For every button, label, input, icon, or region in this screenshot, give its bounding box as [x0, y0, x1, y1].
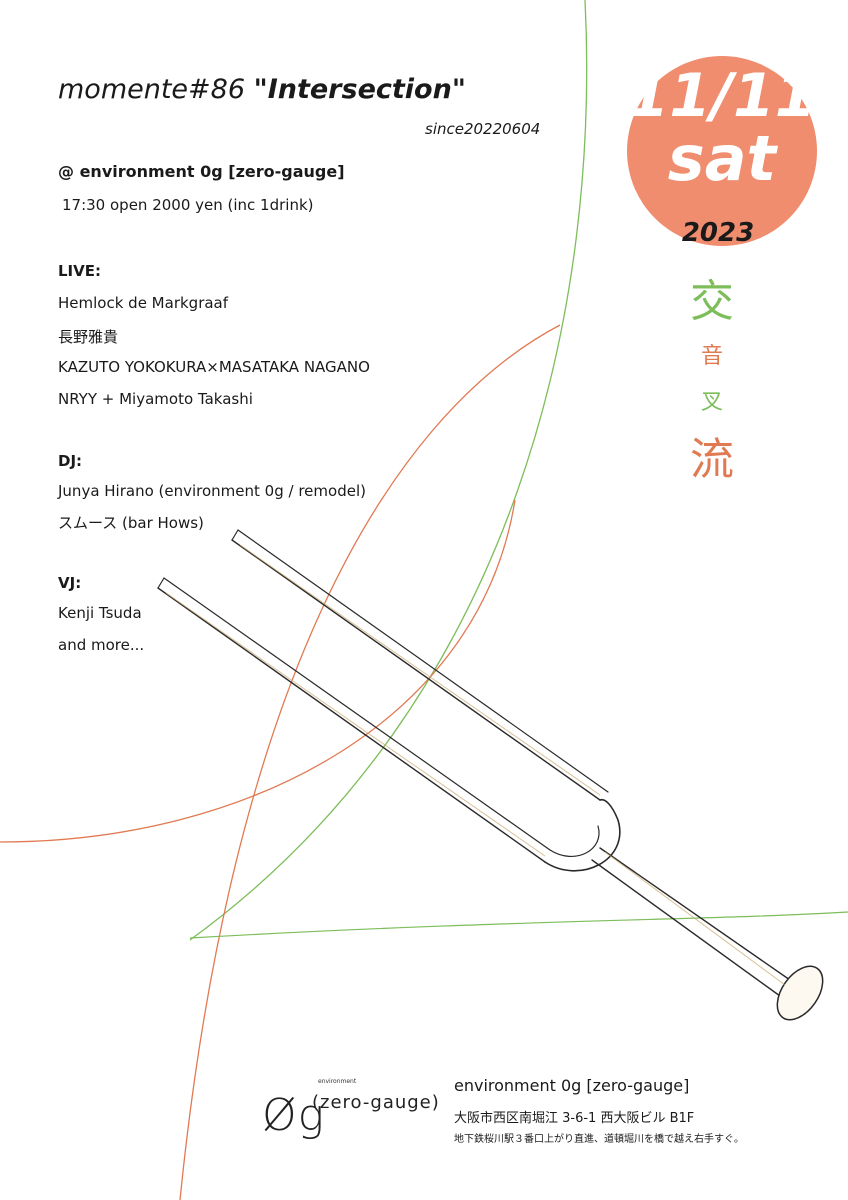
vj-heading: VJ: — [58, 574, 82, 592]
since-label: since20220604 — [425, 120, 541, 138]
date-day: 11/11 — [627, 61, 817, 131]
live-act: 長野雅貴 — [58, 328, 119, 346]
date-weekday: sat — [667, 122, 777, 195]
live-heading: LIVE: — [58, 262, 101, 280]
tuning-fork-highlights — [165, 544, 786, 986]
live-act: KAZUTO YOKOKURA×MASATAKA NAGANO — [58, 358, 370, 376]
dj-act: Junya Hirano (environment 0g / remodel) — [58, 482, 366, 500]
date-circle — [627, 56, 817, 246]
venue-logo-sup: (zero-gauge) — [312, 1092, 440, 1113]
orange-arc-horizontal — [0, 499, 516, 843]
tuning-fork-illustration — [157, 529, 824, 1021]
green-arc — [189, 0, 588, 941]
event-title-subtitle: "Intersection" — [253, 74, 466, 105]
vj-act: Kenji Tsuda — [58, 604, 142, 622]
live-act: NRYY + Miyamoto Takashi — [58, 390, 253, 408]
venue-directions: 地下鉄桜川駅３番口上がり直進、道頓堀川を橋で越え右手すぐ。 — [454, 1134, 744, 1145]
dj-act: スムース (bar Hows) — [58, 514, 204, 532]
green-line-horizontal — [189, 911, 848, 939]
event-title-name: momente#86 — [58, 74, 246, 105]
date-year: 2023 — [681, 218, 755, 248]
logo-small-text: environment — [318, 1078, 357, 1085]
kanji-on: 音 — [701, 344, 724, 369]
kanji-sa: 叉 — [701, 390, 724, 415]
venue-logo: Øg — [262, 1090, 326, 1141]
venue-line: @ environment 0g [zero-gauge] — [58, 162, 345, 181]
venue-name: environment 0g [zero-gauge] — [454, 1076, 690, 1095]
live-act: Hemlock de Markgraaf — [58, 294, 229, 312]
kanji-ko: 交 — [690, 276, 734, 327]
event-title: momente#86 "Intersection" — [58, 74, 466, 105]
orange-arc-vertical — [179, 324, 561, 1200]
kanji-ryu: 流 — [690, 434, 734, 485]
vj-act: and more... — [58, 636, 145, 654]
open-price-line: 17:30 open 2000 yen (inc 1drink) — [62, 196, 314, 214]
dj-heading: DJ: — [58, 452, 83, 470]
venue-address: 大阪市西区南堀江 3-6-1 西大阪ビル B1F — [454, 1111, 695, 1126]
